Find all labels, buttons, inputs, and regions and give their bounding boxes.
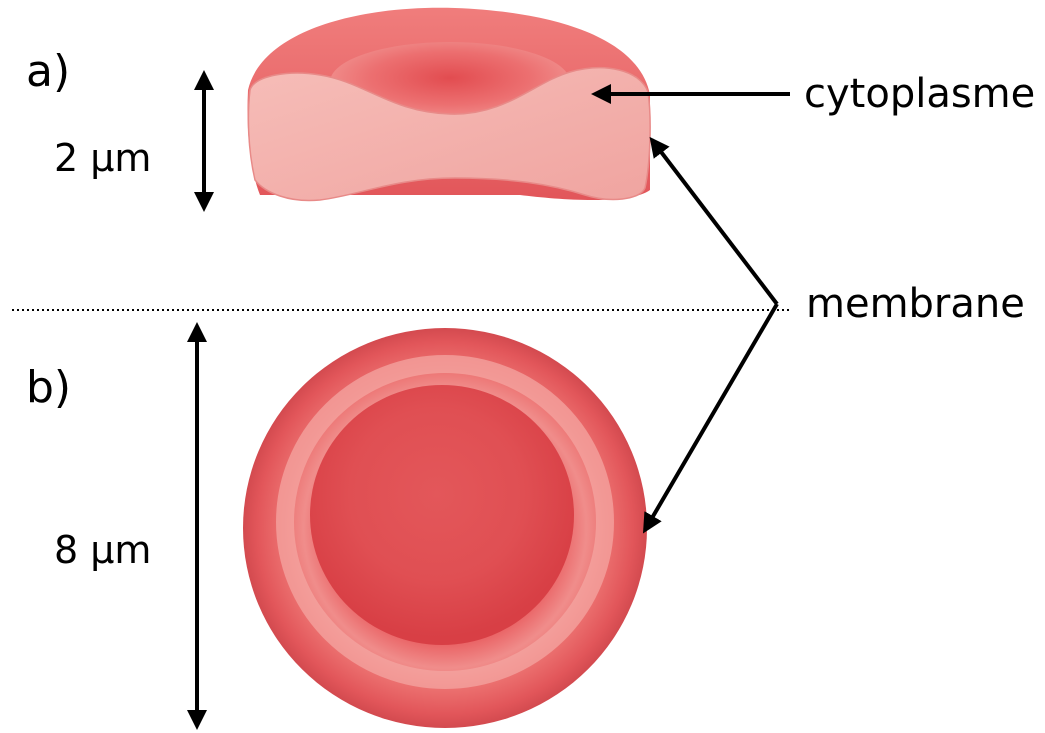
membrane-pointer-arrow-bottom [645,304,777,530]
cell-face-on [243,328,647,728]
membrane-pointer-arrow-top [652,140,777,304]
cytoplasm-label: cytoplasme [804,74,1035,114]
dimension-label-a: 2 µm [54,139,151,177]
cell-disc-center [310,385,574,645]
cell-cross-section [248,8,651,201]
membrane-label: membrane [806,284,1025,324]
panel-label-a: a) [26,50,70,94]
panel-label-b: b) [26,366,71,410]
dimension-label-b: 8 µm [54,531,151,569]
